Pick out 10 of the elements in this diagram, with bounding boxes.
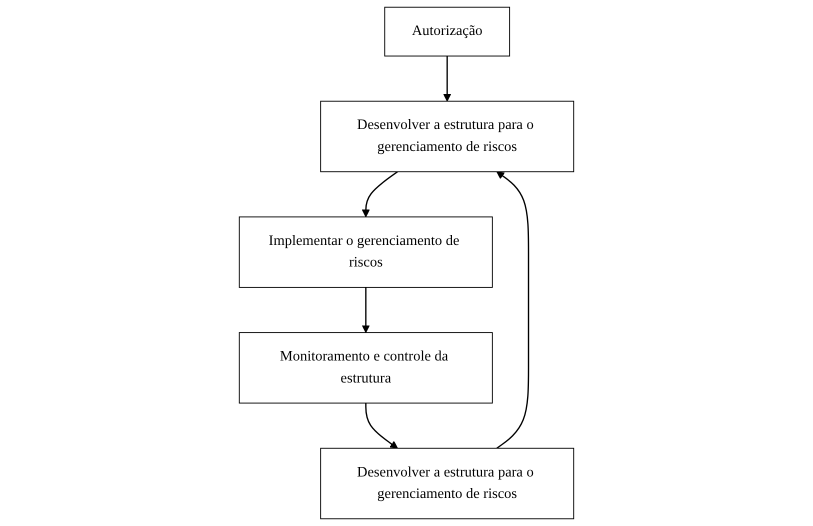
node-box: Monitoramento e controle da estrutura <box>238 332 493 404</box>
arrow <box>443 56 452 102</box>
arrow <box>362 171 398 218</box>
node-box: Autorização <box>384 6 510 56</box>
node-box: Implementar o gerenciamento de riscos <box>238 216 493 288</box>
arrow <box>365 403 398 449</box>
node-box: Desenvolver a estrutura para o gerenciamento de riscos <box>320 100 574 172</box>
arrow <box>362 287 370 333</box>
node-box: Desenvolver a estrutura para o gerenciamento de riscos <box>320 448 574 520</box>
arrow <box>496 171 530 449</box>
